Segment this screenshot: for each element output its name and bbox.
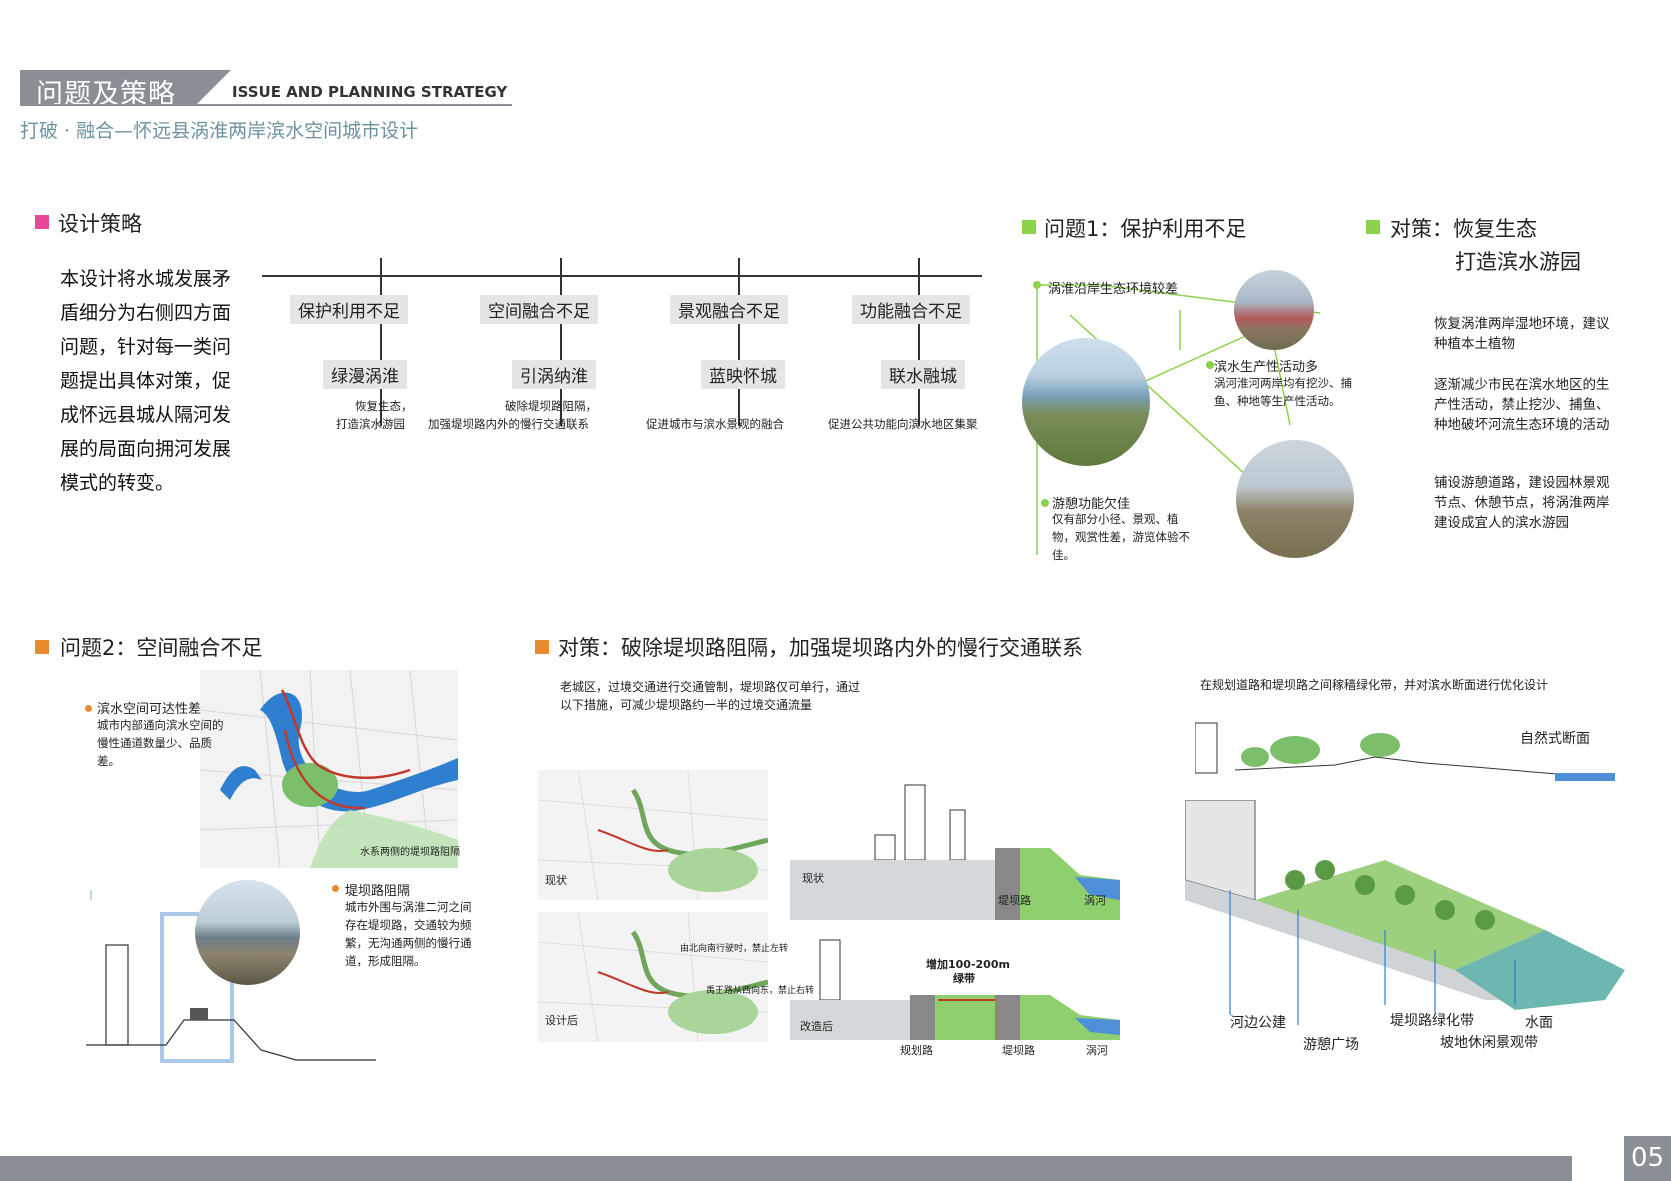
- design-strategy-text: 本设计将水城发展矛盾细分为右侧四方面问题，针对每一类问题提出具体对策，促成怀远县…: [60, 268, 232, 494]
- green-square-icon: [1022, 220, 1036, 234]
- strategy2-intro: 老城区，过境交通进行交通管制，堤坝路仅可单行，通过以下措施，可减少堤坝路约一半的…: [560, 680, 861, 712]
- strategy2-map2-label: 设计后: [545, 1014, 578, 1027]
- strategy1-p2: 逐渐减少市民在滨水地区的生产性活动，禁止挖沙、捕鱼、种地破坏河流生态环境的活动: [1434, 377, 1610, 433]
- strategy2-map1-label: 现状: [545, 874, 567, 887]
- section-label-river-building: 河边公建: [1230, 1015, 1286, 1031]
- section-right-intro: 在规划道路和堤坝路之间稼穑绿化带，并对滨水断面进行优化设计: [1200, 678, 1549, 692]
- tree-strategy-4: 联水融城: [881, 360, 965, 389]
- tree-desc-2a: 破除堤坝路阻隔，: [505, 399, 597, 413]
- page-number: 05: [1624, 1136, 1671, 1181]
- tree-tick: [738, 258, 740, 278]
- problem2-map: [200, 670, 458, 868]
- header-title-box: [20, 70, 195, 106]
- river-photo: [1022, 338, 1150, 466]
- problem1-label-3-title: 游憩功能欠佳: [1052, 497, 1131, 512]
- problem2-label-1-title: 滨水空间可达性差: [97, 702, 202, 717]
- problem1-label-3-text: 仅有部分小径、景观、植物，观赏性差，游览体验不佳。: [1052, 512, 1190, 562]
- footer-bar: [0, 1156, 1572, 1181]
- section-label-water: 水面: [1525, 1015, 1553, 1031]
- strategy2-sec2-river: 涡河: [1086, 1044, 1108, 1057]
- tree-desc-2b: 加强堤坝路内外的慢行交通联系: [428, 417, 589, 431]
- natural-section-label: 自然式断面: [1520, 731, 1590, 747]
- page-title-en: ISSUE AND PLANNING STRATEGY: [232, 83, 508, 101]
- tree-problem-1: 保护利用不足: [290, 295, 408, 324]
- tree-desc-3b: 促进城市与滨水景观的融合: [646, 417, 784, 431]
- garbage-photo: [1234, 270, 1314, 350]
- strategy2-sec2-road2: 堤坝路: [1002, 1044, 1035, 1057]
- problem1-heading: 问题1：保护利用不足: [1044, 217, 1247, 241]
- natural-section-diagram: [1195, 722, 1615, 781]
- orange-square-icon: [535, 640, 549, 654]
- strategy2-sec1-road: 堤坝路: [998, 894, 1031, 907]
- tree-desc-4b: 促进公共功能向滨水地区集聚: [828, 417, 978, 431]
- strategy2-heading: 对策：破除堤坝路阻隔，加强堤坝路内外的慢行交通联系: [558, 636, 1083, 660]
- green-square-icon: [1366, 220, 1380, 234]
- tree-strategy-1: 绿漫涡淮: [323, 360, 407, 389]
- strategy1-p3: 铺设游憩道路，建设园林景观节点、休憩节点，将涡淮两岸建设成宜人的滨水游园: [1434, 475, 1610, 531]
- section-label-plaza: 游憩广场: [1303, 1037, 1359, 1053]
- strategy2-sec1-river: 涡河: [1084, 894, 1106, 907]
- problem2-section-sketch: [86, 890, 376, 1063]
- strategy2-sec1-label: 现状: [802, 872, 824, 885]
- tree-problem-2: 空间融合不足: [480, 295, 598, 324]
- problem1-label-1: 涡淮沿岸生态环境较差: [1048, 282, 1179, 297]
- strategy2-sec2-label: 改造后: [800, 1020, 833, 1033]
- problem2-label-2-title: 堤坝路阻隔: [345, 884, 411, 899]
- problem2-label-2-text: 城市外围与涡淮二河之间存在堤坝路，交通较为频繁，无沟通两侧的慢行通道，形成阻隔。: [345, 900, 472, 968]
- problem2-label-1-text: 城市内部通向滨水空间的慢性通道数量少、品质差。: [97, 718, 224, 768]
- tree-branch: [918, 276, 920, 426]
- tree-problem-4: 功能融合不足: [852, 295, 970, 324]
- tree-desc-1a: 恢复生态，: [355, 399, 413, 413]
- tree-tick: [918, 258, 920, 278]
- tree-branch: [560, 276, 562, 426]
- tree-problem-3: 景观融合不足: [670, 295, 788, 324]
- section-label-slope-belt: 坡地休闲景观带: [1440, 1035, 1538, 1051]
- problem2-map-label: 水系两侧的堤坝路阻隔: [360, 847, 460, 858]
- tree-strategy-2: 引涡纳淮: [512, 360, 596, 389]
- orange-square-icon: [35, 640, 49, 654]
- orange-dot-icon: [332, 885, 339, 892]
- problem1-label-2-title: 滨水生产性活动多: [1214, 360, 1319, 375]
- problem1-label-2-text: 涡河淮河两岸均有挖沙、捕鱼、种地等生产性活动。: [1214, 376, 1352, 408]
- strategy1-heading-2: 打造滨水游园: [1455, 250, 1581, 274]
- tree-strategy-3: 蓝映怀城: [701, 360, 785, 389]
- strategy2-sec2-road1: 规划路: [900, 1044, 933, 1057]
- tree-horizontal-line: [262, 275, 982, 277]
- header-slant: [195, 70, 231, 106]
- tree-tick: [380, 258, 382, 278]
- tree-branch: [380, 276, 382, 426]
- section-label-embankment-green: 堤坝路绿化带: [1390, 1013, 1474, 1029]
- strategy1-p1: 恢复涡淮两岸湿地环境，建议种植本土植物: [1434, 316, 1610, 352]
- wetland-photo: [1236, 440, 1354, 558]
- design-strategy-heading: 设计策略: [58, 212, 142, 236]
- strategy2-map-note-1: 由北向南行驶时，禁止左转: [680, 944, 789, 954]
- tree-tick: [560, 258, 562, 278]
- tree-desc-1b: 打造滨水游园: [336, 417, 405, 431]
- orange-dot-icon: [85, 705, 92, 712]
- problem2-heading: 问题2：空间融合不足: [60, 636, 263, 660]
- strategy2-maps: [538, 770, 768, 1042]
- strategy2-sections: [790, 784, 1120, 1040]
- strategy1-heading-1: 对策：恢复生态: [1390, 217, 1537, 241]
- pink-square-icon: [35, 215, 49, 229]
- strategy2-sec2-add2: 绿带: [953, 972, 975, 985]
- tree-branch: [738, 276, 740, 426]
- page-subtitle: 打破 · 融合—怀远县涡淮两岸滨水空间城市设计: [20, 120, 419, 142]
- embankment-photo: [195, 880, 300, 985]
- riverfront-3d-section: [1185, 800, 1625, 1025]
- header-underline: [20, 104, 512, 106]
- strategy2-map-note-2: 禹王路从西向东，禁止右转: [706, 986, 815, 996]
- strategy2-sec2-add: 增加100-200m: [926, 958, 1010, 971]
